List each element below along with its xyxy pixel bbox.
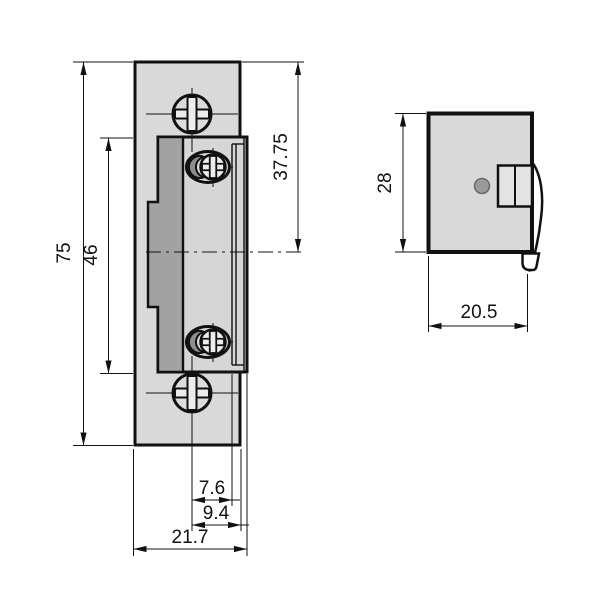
side-view (426, 111, 544, 272)
dim-label-75: 75 (54, 242, 75, 263)
mounting-screw-bottom (146, 356, 238, 531)
phillips-cross (208, 330, 218, 354)
dim-label-9-4: 9.4 (203, 503, 230, 524)
front-view (133, 60, 304, 531)
latch-lip-flap (521, 252, 541, 272)
dimension-21-7 (133, 374, 248, 556)
dimension-labels: 75 46 37.75 7.6 9.4 21.7 28 20.5 (54, 133, 497, 548)
phillips-cross (186, 375, 198, 411)
crescent (187, 155, 208, 179)
adjustment-screw-top (185, 148, 233, 187)
dimension-20-5 (428, 256, 528, 332)
fixing-hole (473, 177, 491, 195)
phillips-cross (186, 96, 198, 132)
dim-label-46: 46 (81, 244, 102, 265)
side-dimensions (395, 113, 528, 332)
dim-label-28: 28 (375, 172, 396, 193)
keeper-cutout (146, 135, 185, 374)
mounting-screw-top (146, 88, 238, 152)
dimension-37-75 (242, 61, 304, 252)
dimension-75 (73, 61, 133, 446)
lip-strip (231, 137, 245, 372)
phillips-cross (208, 155, 218, 179)
dimension-28 (395, 113, 426, 253)
dim-label-21-7: 21.7 (172, 527, 209, 548)
dim-label-7-6: 7.6 (199, 478, 225, 499)
dimension-9-4 (192, 449, 249, 531)
dim-label-20-5: 20.5 (461, 302, 498, 323)
adjustment-screw-bottom (185, 323, 233, 362)
dimension-46 (100, 137, 133, 374)
crescent (187, 330, 208, 354)
front-dimensions (73, 61, 304, 556)
dimension-7-6 (192, 374, 240, 506)
dim-label-37-75: 37.75 (271, 133, 292, 181)
